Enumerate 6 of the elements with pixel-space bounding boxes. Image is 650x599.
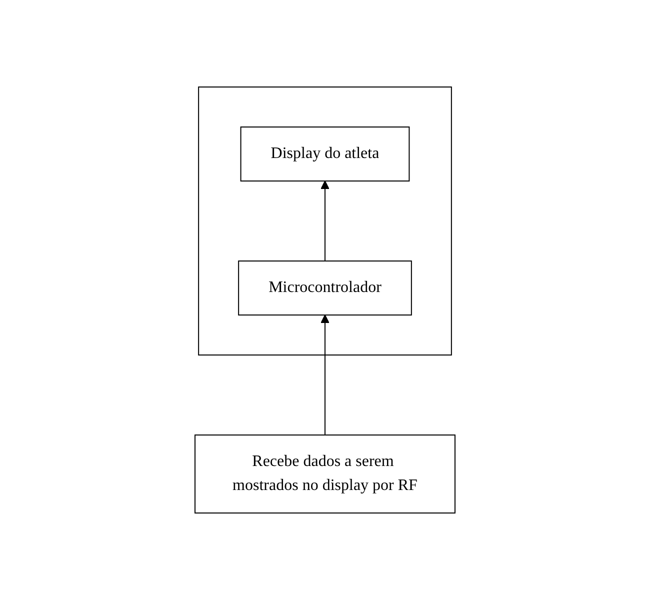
node-box: Recebe dados a serem mostrados no display por RF <box>194 434 456 513</box>
arrow <box>320 180 330 261</box>
cluster <box>198 86 452 355</box>
arrow <box>320 314 330 435</box>
node-box: Display do atleta <box>240 126 410 181</box>
node-box: Microcontrolador <box>238 260 412 315</box>
